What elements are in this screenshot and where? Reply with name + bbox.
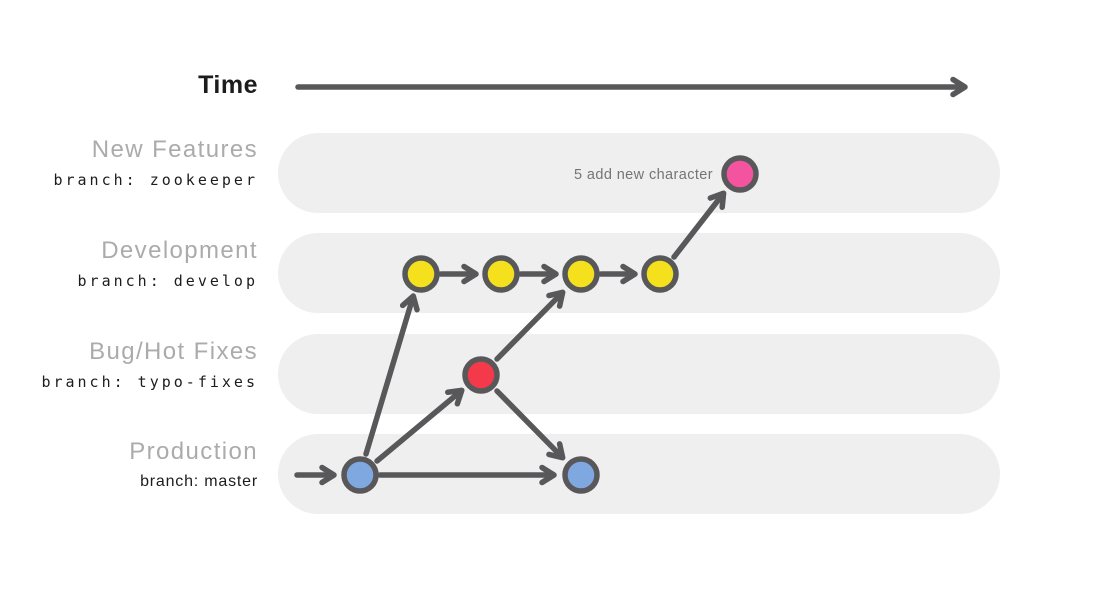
lane-pill-production xyxy=(278,434,1000,514)
lane-title-production: Production xyxy=(129,438,258,465)
commit-develop-3 xyxy=(562,255,600,293)
commit-master-1 xyxy=(341,456,379,494)
edge-hotfix-1-to-develop-3 xyxy=(494,289,566,362)
edge-hotfix-1-to-master-2 xyxy=(494,388,566,461)
lane-labels-column: Time New Features branch: zookeeper Deve… xyxy=(0,0,258,614)
lane-label-bug-hot-fixes: Bug/Hot Fixes branch: typo-fixes xyxy=(0,338,258,392)
lane-label-production: Production branch: master xyxy=(0,438,258,492)
lane-pill-new-features xyxy=(278,133,1000,213)
lane-branch-develop: branch: develop xyxy=(77,272,258,290)
commit-develop-4 xyxy=(641,255,679,293)
edge-develop-4-to-feature-1 xyxy=(671,190,727,260)
commit-master-2 xyxy=(562,456,600,494)
commit-feature-1 xyxy=(721,155,759,193)
commit-annotation-label: 5 add new character xyxy=(574,167,713,183)
time-axis-label: Time xyxy=(198,71,258,99)
lane-title-new-features: New Features xyxy=(91,136,258,163)
lane-branch-zookeeper: branch: zookeeper xyxy=(53,171,258,189)
lane-branch-typo-fixes: branch: typo-fixes xyxy=(41,373,258,391)
lane-pill-development xyxy=(278,233,1000,313)
edge-master-1-to-develop-1 xyxy=(363,293,420,457)
commit-hotfix-1 xyxy=(462,356,500,394)
commit-develop-1 xyxy=(402,255,440,293)
lane-title-development: Development xyxy=(101,237,258,264)
lane-label-development: Development branch: develop xyxy=(0,237,258,291)
lane-title-bug-hot-fixes: Bug/Hot Fixes xyxy=(89,338,258,365)
lane-branch-master: branch: master xyxy=(140,473,258,490)
edge-master-1-to-hotfix-1 xyxy=(374,387,465,464)
lane-pill-bug-hot-fixes xyxy=(278,334,1000,414)
commit-develop-2 xyxy=(482,255,520,293)
lane-label-new-features: New Features branch: zookeeper xyxy=(0,136,258,190)
